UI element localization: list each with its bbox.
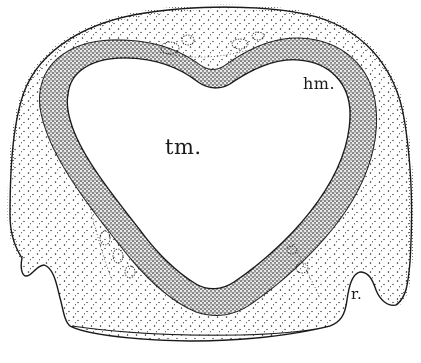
label-tm: tm. [165,137,202,158]
label-hm: hm. [303,76,335,92]
label-r: r. [351,287,362,302]
